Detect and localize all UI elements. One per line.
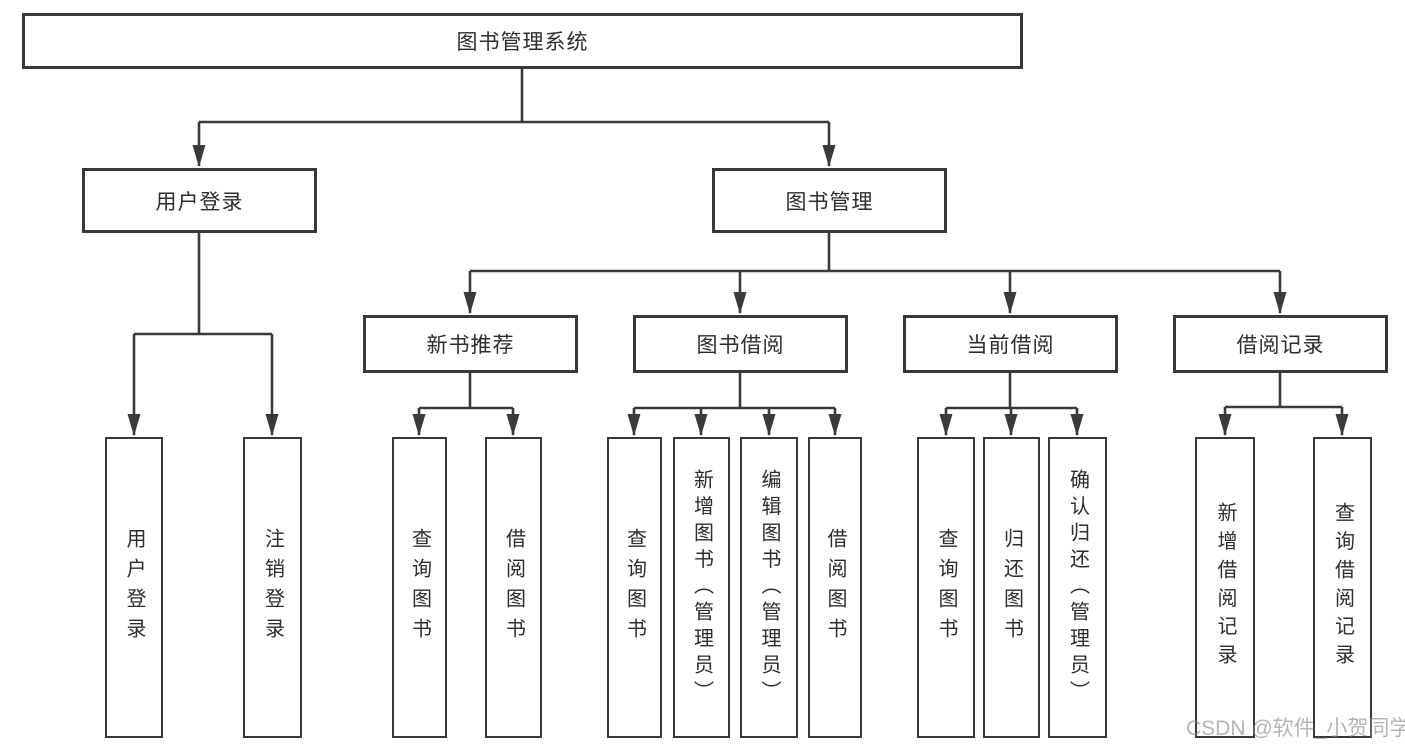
leaf-borrow-borrow-books: 借阅图书 — [808, 437, 862, 738]
watermark: CSDN @软件_小贺同学 — [1186, 717, 1405, 740]
leaf-current-confirm-return-admin: 确认归还（管理员） — [1048, 437, 1107, 738]
connector-borrow-records-to-leaves — [1218, 373, 1349, 436]
connector-current-borrow-to-leaves — [939, 373, 1084, 436]
node-root: 图书管理系统 — [22, 13, 1023, 69]
leaf-borrow-add-books-admin: 新增图书（管理员） — [673, 437, 730, 738]
leaf-recommend-borrow-books: 借阅图书 — [485, 437, 542, 738]
node-book-management: 图书管理 — [712, 168, 947, 233]
connector-root-to-branches — [192, 69, 836, 167]
connector-book-management-to-groups — [463, 233, 1287, 314]
leaf-recommend-query-books: 查询图书 — [392, 437, 447, 738]
node-borrow-records: 借阅记录 — [1173, 315, 1388, 373]
connector-new-book-recommend-to-leaves — [412, 373, 520, 436]
leaf-records-query-record: 查询借阅记录 — [1313, 437, 1372, 738]
connector-user-login-to-leaves — [127, 233, 279, 436]
node-current-borrow: 当前借阅 — [903, 315, 1118, 373]
node-new-book-recommend: 新书推荐 — [363, 315, 578, 373]
leaf-current-query-books: 查询图书 — [917, 437, 975, 738]
leaf-current-return-books: 归还图书 — [983, 437, 1040, 738]
node-user-login: 用户登录 — [82, 168, 317, 233]
leaf-borrow-edit-books-admin: 编辑图书（管理员） — [740, 437, 798, 738]
leaf-records-add-record: 新增借阅记录 — [1195, 437, 1255, 738]
leaf-borrow-query-books: 查询图书 — [607, 437, 662, 738]
leaf-user-login: 用户登录 — [105, 437, 163, 738]
leaf-logout: 注销登录 — [243, 437, 302, 738]
connector-book-borrow-to-leaves — [627, 373, 842, 436]
node-book-borrow: 图书借阅 — [633, 315, 848, 373]
